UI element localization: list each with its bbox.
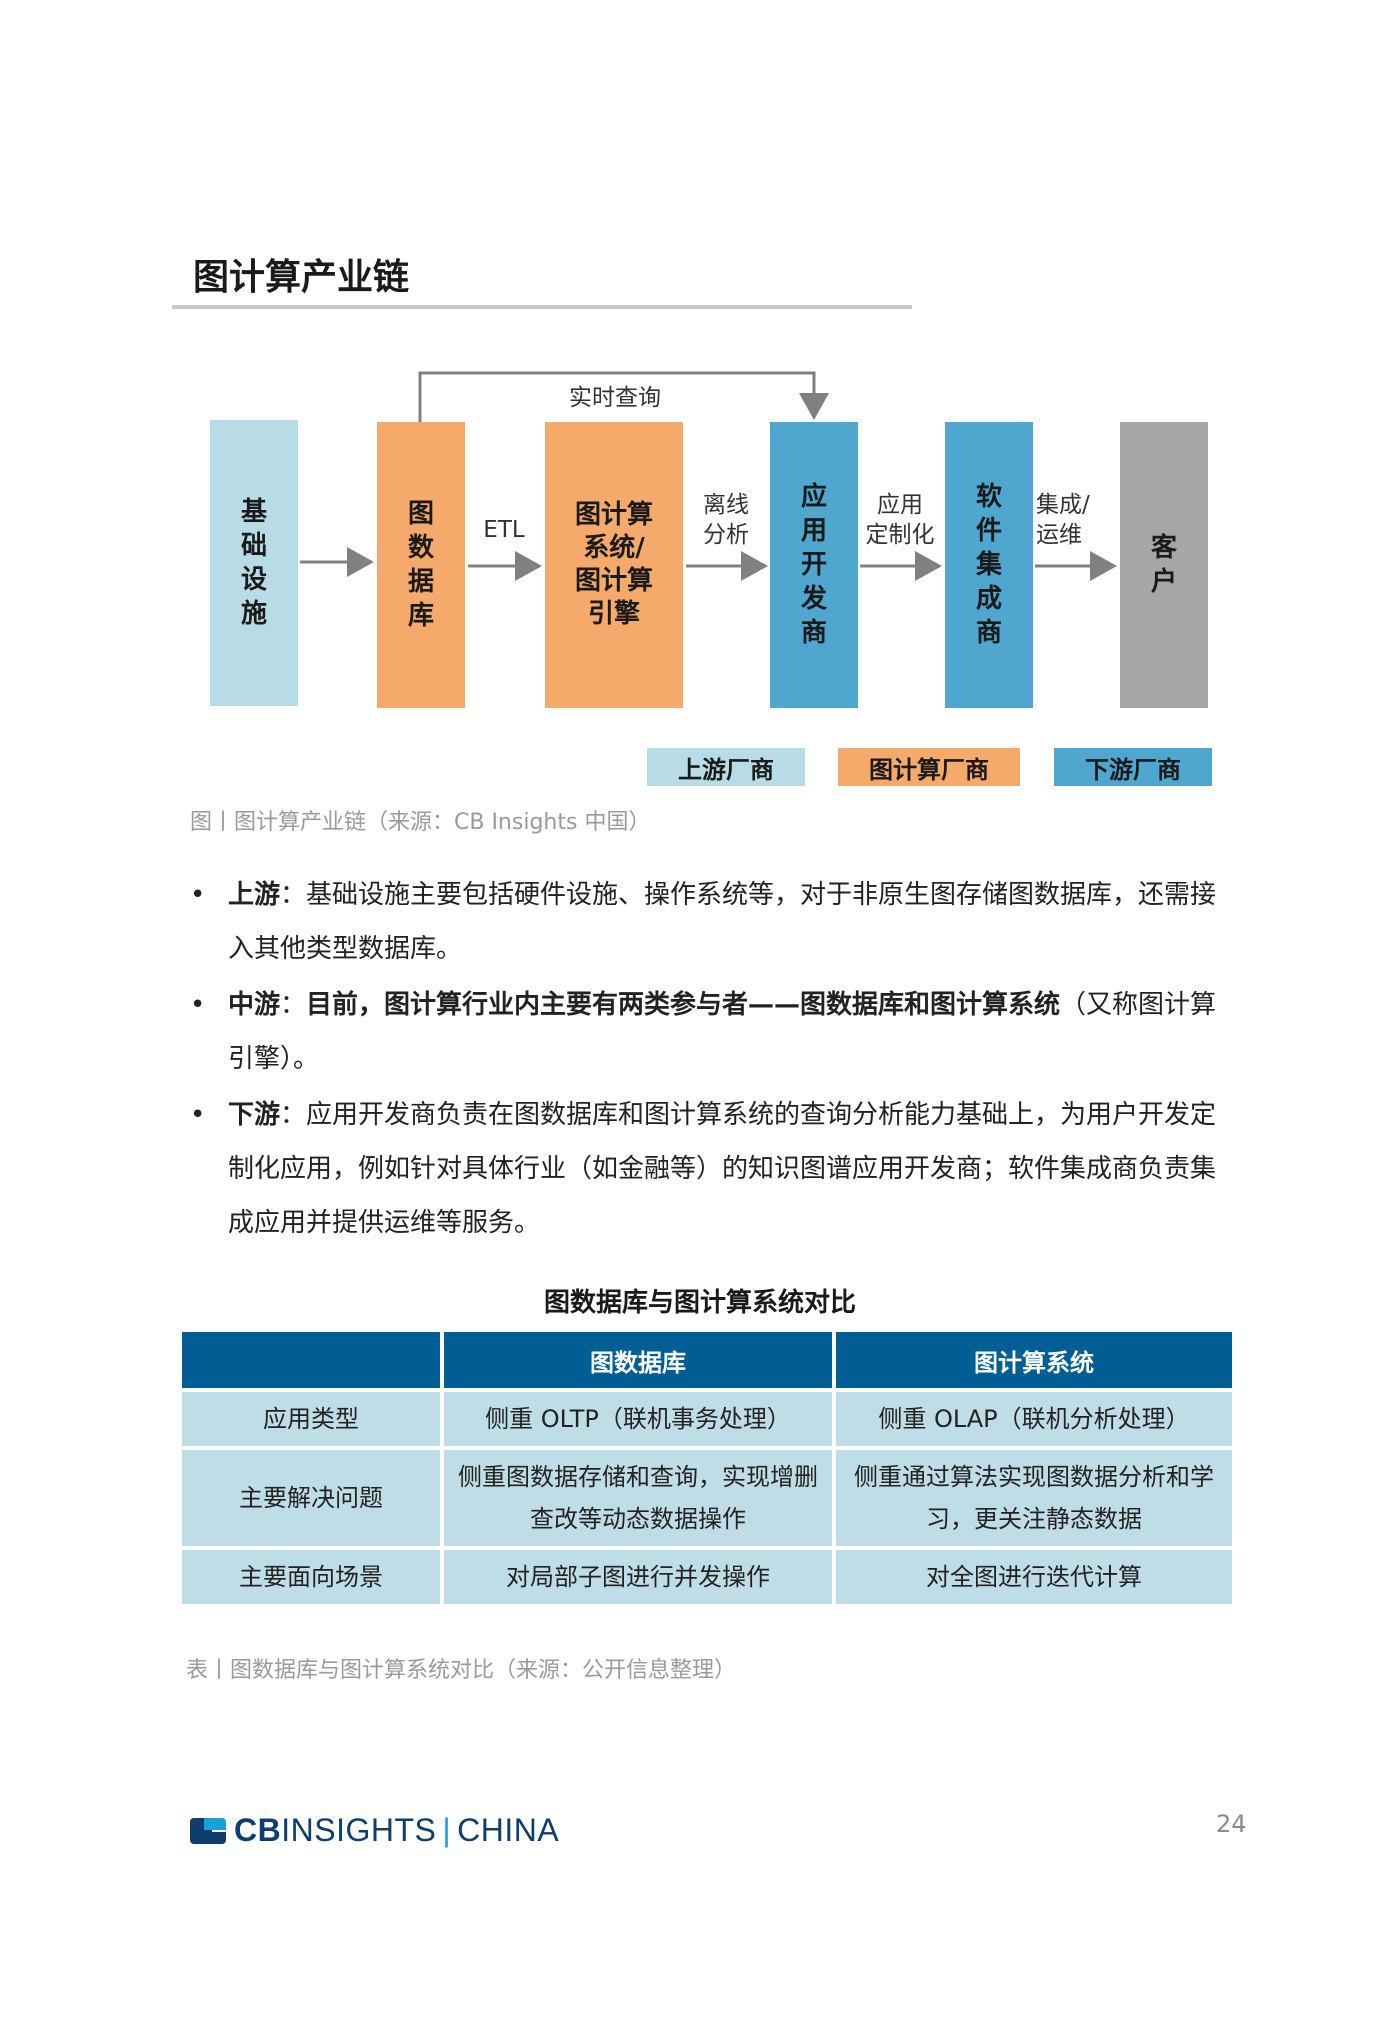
logo-cb: CB bbox=[234, 1812, 282, 1848]
logo-separator: | bbox=[442, 1812, 452, 1848]
box-software-integrator-label: 软件集成商 bbox=[975, 482, 1002, 648]
bullet-upstream-label: 上游 bbox=[228, 880, 281, 910]
label-offline-line1: 离线 bbox=[703, 492, 749, 518]
table-cell: 应用类型 bbox=[182, 1392, 440, 1446]
table-cell: 主要面向场景 bbox=[182, 1550, 440, 1604]
bullet-marker: • bbox=[190, 1100, 206, 1130]
label-etl: ETL bbox=[483, 517, 525, 543]
flow-connectors bbox=[300, 371, 1117, 581]
table-cell: 侧重图数据存储和查询，实现增删查改等动态数据操作 bbox=[444, 1450, 832, 1546]
box-app-developer-label: 应用开发商 bbox=[800, 482, 827, 648]
table-cell: 侧重 OLAP（联机分析处理） bbox=[836, 1392, 1232, 1446]
bullet-midstream-text: （又称图计算引擎）。 bbox=[228, 990, 1217, 1074]
logo-insights: INSIGHTS bbox=[281, 1812, 437, 1848]
bullet-midstream: 中游：目前，图计算行业内主要有两类参与者——图数据库和图计算系统（又称图计算引擎… bbox=[228, 978, 1238, 1086]
logo-wordmark: CBINSIGHTS|CHINA bbox=[234, 1812, 559, 1849]
label-ops-line1: 集成/ bbox=[1036, 492, 1090, 518]
legend-midstream: 图计算厂商 bbox=[838, 748, 1020, 786]
table-cell: 侧重 OLTP（联机事务处理） bbox=[444, 1392, 832, 1446]
bullet-upstream-text: 基础设施主要包括硬件设施、操作系统等，对于非原生图存储图数据库，还需接入其他类型… bbox=[228, 880, 1217, 964]
cb-insights-china-logo: CBINSIGHTS|CHINA bbox=[190, 1812, 559, 1849]
bullet-downstream-label: 下游 bbox=[228, 1100, 281, 1130]
table-cell: 侧重通过算法实现图数据分析和学习，更关注静态数据 bbox=[836, 1450, 1232, 1546]
label-ops-line2: 运维 bbox=[1036, 522, 1082, 548]
label-custom-line2: 定制化 bbox=[865, 522, 935, 548]
section-title: 图计算产业链 bbox=[193, 257, 410, 298]
logo-china: CHINA bbox=[457, 1812, 560, 1848]
table-header-cell bbox=[182, 1332, 440, 1388]
table-cell: 主要解决问题 bbox=[182, 1450, 440, 1546]
table-row: 主要解决问题 侧重图数据存储和查询，实现增删查改等动态数据操作 侧重通过算法实现… bbox=[182, 1450, 1232, 1546]
label-customization: 应用 定制化 bbox=[858, 490, 942, 550]
box-graph-compute-engine: 图计算系统/图计算引擎 bbox=[545, 422, 683, 708]
box-customer: 客户 bbox=[1120, 422, 1208, 708]
table-caption: 表丨图数据库与图计算系统对比（来源：公开信息整理） bbox=[186, 1658, 737, 1683]
comparison-table: 图数据库 图计算系统 应用类型 侧重 OLTP（联机事务处理） 侧重 OLAP（… bbox=[178, 1328, 1236, 1608]
bullet-marker: • bbox=[190, 880, 206, 910]
box-infrastructure-label: 基础设施 bbox=[240, 497, 267, 629]
legend-downstream: 下游厂商 bbox=[1054, 748, 1212, 786]
bullet-downstream: 下游：应用开发商负责在图数据库和图计算系统的查询分析能力基础上，为用户开发定制化… bbox=[228, 1088, 1238, 1250]
bullet-midstream-bold: 目前，图计算行业内主要有两类参与者——图数据库和图计算系统 bbox=[306, 990, 1061, 1020]
figure-caption: 图丨图计算产业链（来源：CB Insights 中国） bbox=[190, 810, 651, 835]
title-divider bbox=[172, 305, 912, 309]
box-customer-label: 客户 bbox=[1150, 533, 1177, 597]
arrow-realtime-query bbox=[418, 371, 829, 422]
cb-logo-icon bbox=[190, 1817, 228, 1844]
bullet-downstream-text: 应用开发商负责在图数据库和图计算系统的查询分析能力基础上，为用户开发定制化应用，… bbox=[228, 1100, 1217, 1238]
label-realtime-query: 实时查询 bbox=[569, 385, 661, 411]
table-header-cell: 图数据库 bbox=[444, 1332, 832, 1388]
label-offline-analysis: 离线 分析 bbox=[694, 490, 758, 550]
box-graph-database-label: 图数据库 bbox=[407, 499, 434, 631]
bullet-upstream-colon: ： bbox=[280, 880, 307, 910]
label-custom-line1: 应用 bbox=[877, 492, 923, 518]
table-header-row: 图数据库 图计算系统 bbox=[182, 1332, 1232, 1388]
bullet-midstream-label: 中游 bbox=[228, 990, 281, 1020]
bullet-downstream-colon: ： bbox=[280, 1100, 307, 1130]
bullet-midstream-colon: ： bbox=[280, 990, 307, 1020]
page-number: 24 bbox=[1216, 1810, 1247, 1838]
bullet-marker: • bbox=[190, 990, 206, 1020]
box-graph-compute-engine-label: 图计算系统/图计算引擎 bbox=[574, 500, 653, 629]
table-row: 主要面向场景 对局部子图进行并发操作 对全图进行迭代计算 bbox=[182, 1550, 1232, 1604]
box-software-integrator: 软件集成商 bbox=[945, 422, 1033, 708]
box-infrastructure: 基础设施 bbox=[210, 420, 298, 706]
bullet-upstream: 上游：基础设施主要包括硬件设施、操作系统等，对于非原生图存储图数据库，还需接入其… bbox=[228, 868, 1238, 976]
box-graph-database: 图数据库 bbox=[377, 422, 465, 708]
table-row: 应用类型 侧重 OLTP（联机事务处理） 侧重 OLAP（联机分析处理） bbox=[182, 1392, 1232, 1446]
label-offline-line2: 分析 bbox=[703, 522, 749, 548]
table-cell: 对局部子图进行并发操作 bbox=[444, 1550, 832, 1604]
table-header-cell: 图计算系统 bbox=[836, 1332, 1232, 1388]
label-integration-ops: 集成/ 运维 bbox=[1036, 490, 1112, 550]
table-title: 图数据库与图计算系统对比 bbox=[543, 1288, 856, 1318]
legend-upstream: 上游厂商 bbox=[647, 748, 805, 786]
box-app-developer: 应用开发商 bbox=[770, 422, 858, 708]
table-cell: 对全图进行迭代计算 bbox=[836, 1550, 1232, 1604]
